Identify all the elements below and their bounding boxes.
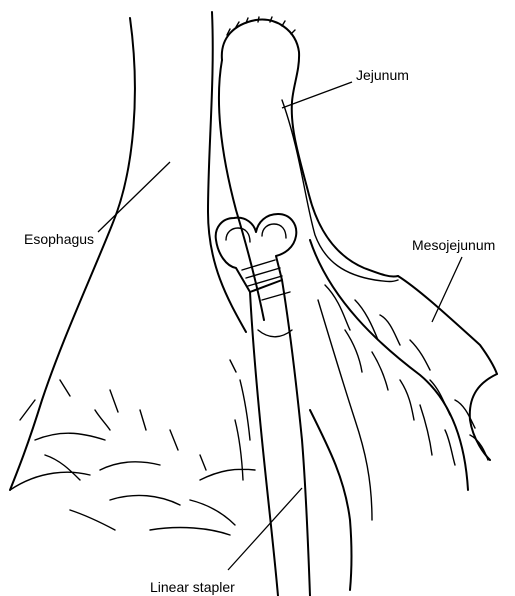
jejunum-loop [219,17,398,320]
tissue-background [10,300,372,590]
label-esophagus: Esophagus [24,231,94,247]
esophagus-leader [98,162,170,232]
linear-stapler [216,214,310,596]
label-linear-stapler: Linear stapler [150,579,235,595]
label-mesojejunum: Mesojejunum [412,237,495,253]
esophagus-outline [10,12,246,490]
label-jejunum: Jejunum [356,67,409,83]
mesojejunum-leader [432,257,462,322]
linear-stapler-leader [228,488,302,570]
